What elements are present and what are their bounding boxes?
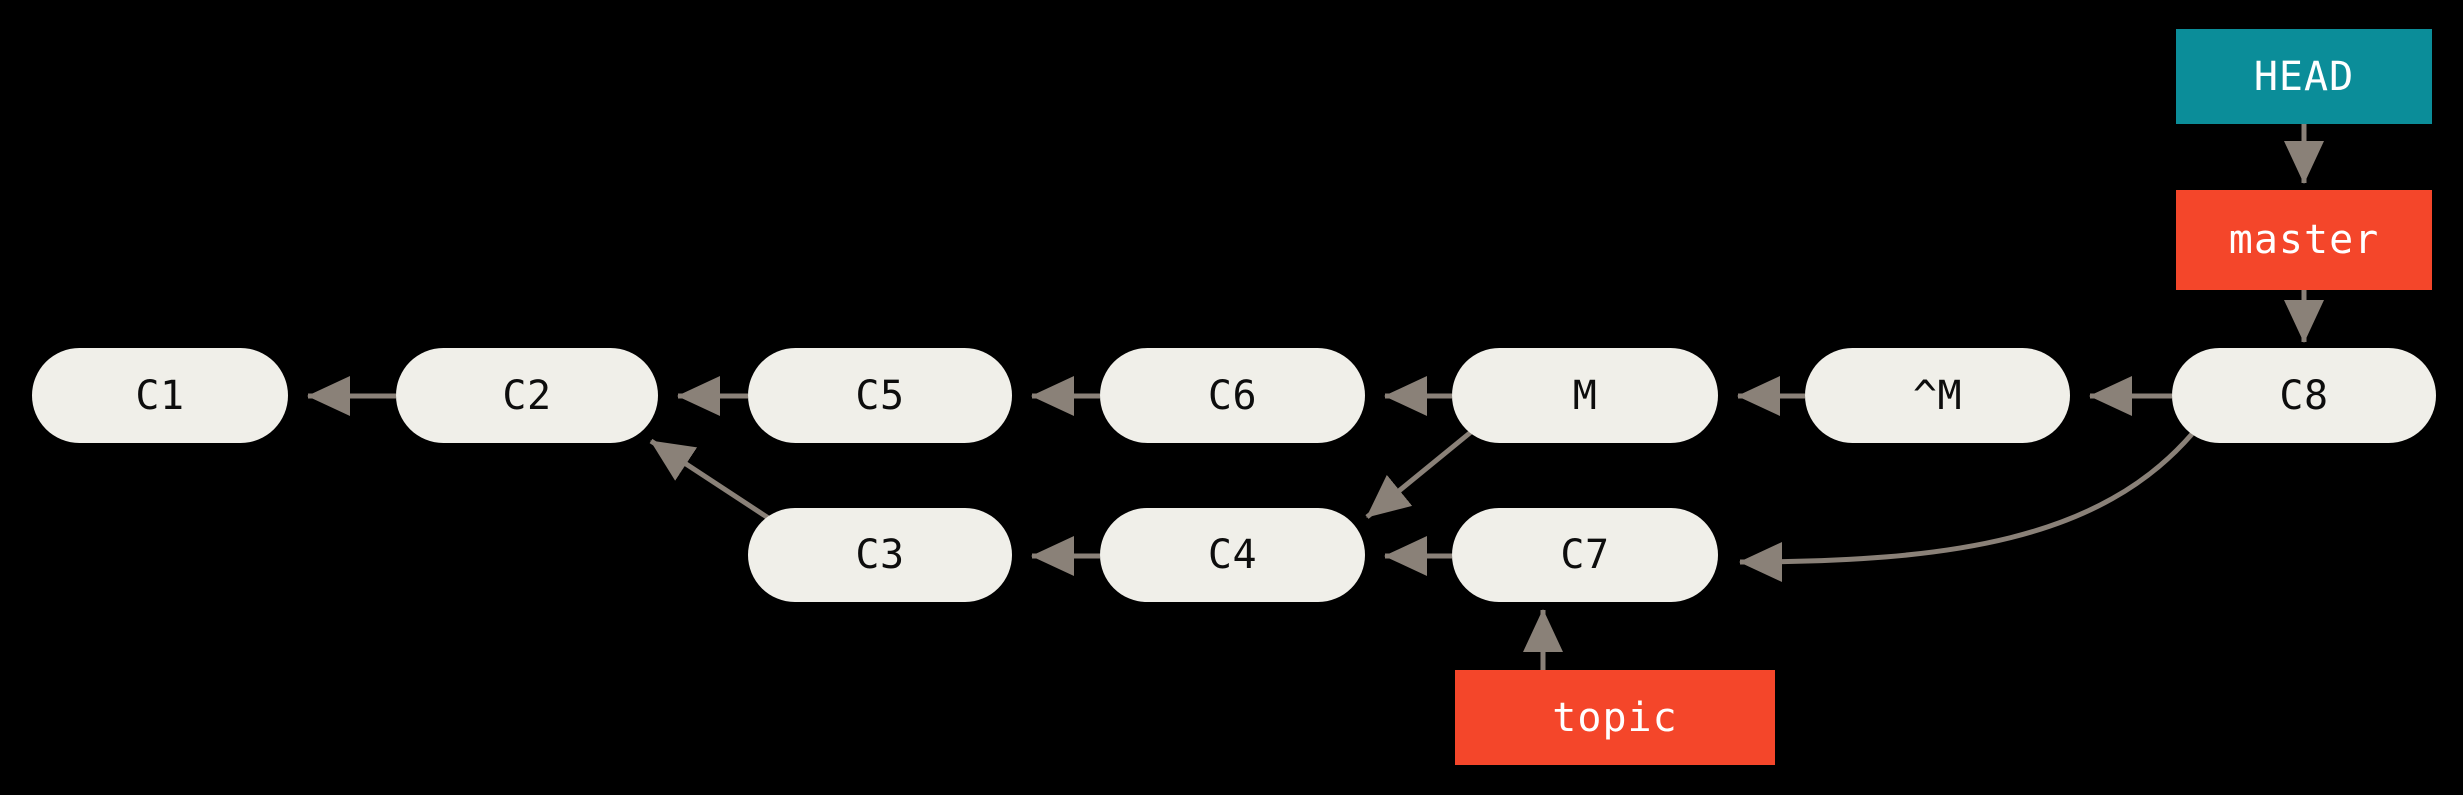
commit-label: C5 (855, 372, 905, 419)
commit-label: C6 (1207, 372, 1258, 419)
commit-node-c5[interactable]: C5 (748, 348, 1012, 443)
commit-label: M (1572, 372, 1598, 419)
commit-label: C3 (855, 532, 905, 578)
edge-c8-to-c7 (1738, 432, 2194, 582)
commit-node-c2[interactable]: C2 (396, 348, 658, 443)
commit-node-c7[interactable]: C7 (1452, 508, 1718, 602)
edge-c3-to-c2 (649, 438, 778, 526)
ref-label-text: HEAD (2253, 53, 2355, 100)
edge-m-to-c4 (1365, 430, 1473, 519)
commit-label: C8 (2279, 372, 2329, 419)
commit-node-m[interactable]: M (1452, 348, 1718, 443)
commit-label: C7 (1560, 532, 1610, 578)
commit-label: C4 (1207, 532, 1258, 578)
ref-label-text: master (2228, 217, 2380, 263)
commit-node-c8[interactable]: C8 (2172, 348, 2436, 443)
commit-label: C2 (502, 372, 552, 419)
commit-node-c3[interactable]: C3 (748, 508, 1012, 602)
commit-node-caret-m[interactable]: ^M (1805, 348, 2070, 443)
commit-label: C1 (135, 372, 185, 419)
commit-node-c1[interactable]: C1 (32, 348, 288, 443)
ref-label-text: topic (1552, 694, 1678, 741)
commit-node-c6[interactable]: C6 (1100, 348, 1365, 443)
commit-label: ^M (1912, 372, 1963, 419)
ref-label-master[interactable]: master (2176, 190, 2432, 290)
ref-label-topic[interactable]: topic (1455, 670, 1775, 765)
commit-node-c4[interactable]: C4 (1100, 508, 1365, 602)
ref-label-head[interactable]: HEAD (2176, 29, 2432, 124)
